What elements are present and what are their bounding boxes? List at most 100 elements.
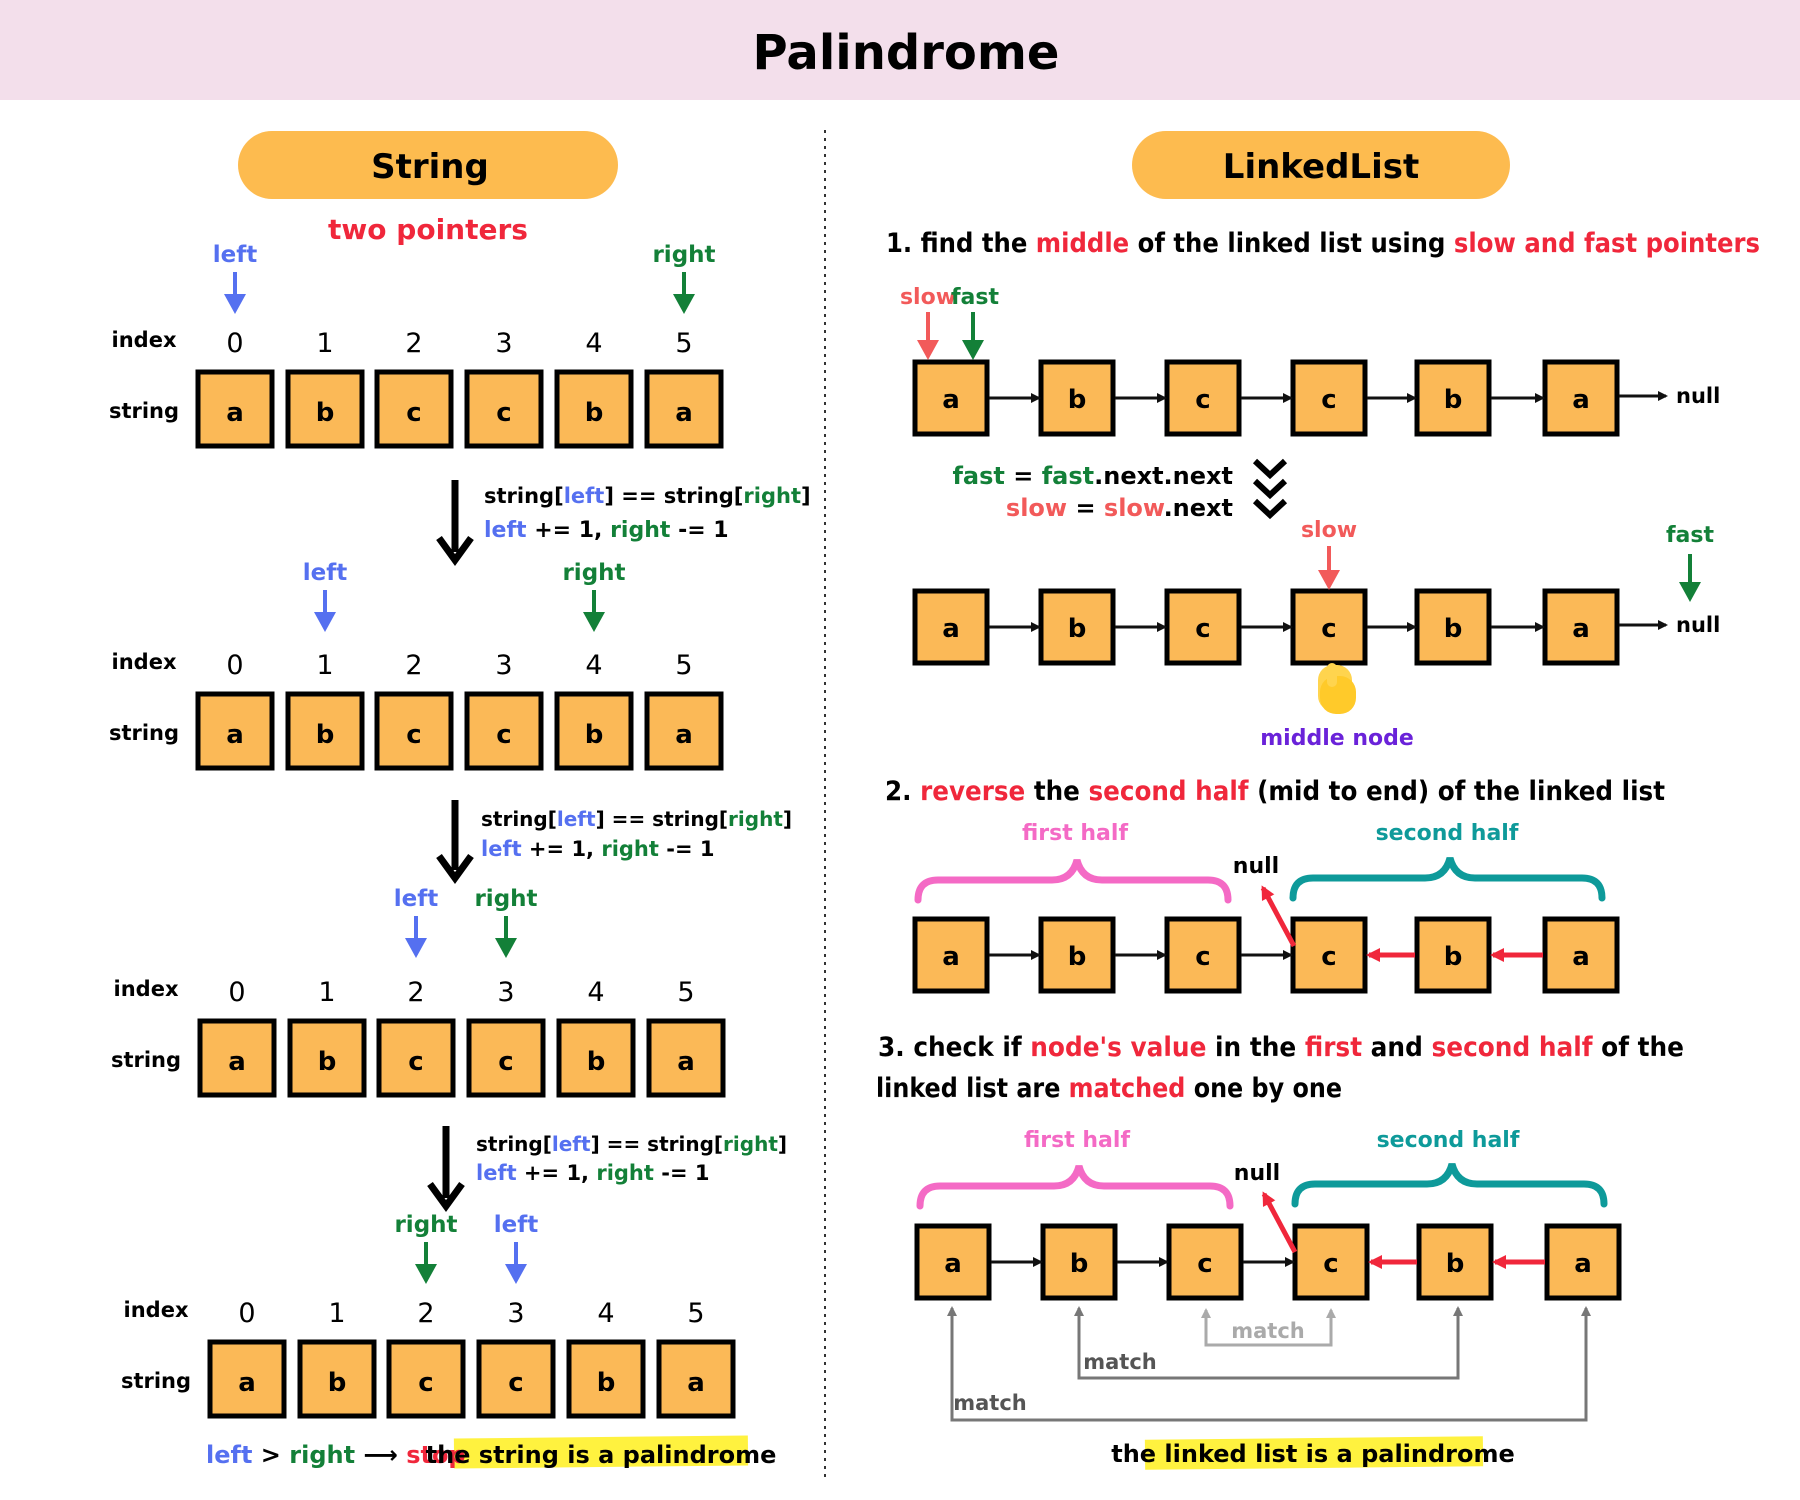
string-cell <box>197 1018 277 1098</box>
code-line-slow: slow = slow.next <box>1006 494 1233 522</box>
code-fast-a: fast <box>952 462 1004 490</box>
left-pointer-arrow <box>224 272 246 314</box>
step3-heading-line2: linked list are matched one by one <box>876 1073 1342 1104</box>
row2-fast-arrow <box>1679 554 1701 602</box>
code-fast-b: = <box>1005 462 1042 490</box>
right-pointer-arrow <box>495 916 517 958</box>
string-cell <box>207 1339 287 1419</box>
list-node-value: b <box>1068 614 1087 644</box>
middle-node-label: middle node <box>1260 726 1414 751</box>
comparison-line: string[left] == string[right] <box>484 484 811 508</box>
index-value: 5 <box>675 328 692 359</box>
index-value: 2 <box>405 328 422 359</box>
list-node-value: b <box>1446 1249 1465 1279</box>
left-pointer-arrow <box>505 1242 527 1284</box>
comparison-line: string[left] == string[right] <box>481 807 792 831</box>
conclusion-gt: > <box>252 1441 289 1469</box>
step3-p9: matched <box>1069 1073 1186 1104</box>
string-cell <box>464 691 544 771</box>
string-cell <box>386 1339 466 1419</box>
code-slow-a: slow <box>1006 494 1067 522</box>
step1-p2: middle <box>1036 228 1129 259</box>
step3-second-half-brace <box>1291 1162 1608 1208</box>
list-node-value: c <box>1195 385 1210 415</box>
list-node <box>1164 588 1242 666</box>
index-value: 1 <box>316 328 333 359</box>
list-node <box>1542 588 1620 666</box>
list-node <box>912 916 990 994</box>
list-node <box>1544 1223 1622 1301</box>
index-value: 4 <box>585 650 602 681</box>
transition-3: string[left] == string[right]left += 1, … <box>427 1126 787 1212</box>
string-cell <box>376 1018 456 1098</box>
string-cell <box>554 691 634 771</box>
index-row-label: index <box>112 328 177 352</box>
list-node <box>912 588 990 666</box>
step3-p6: second half <box>1431 1032 1592 1063</box>
string-char: b <box>316 720 335 750</box>
string-cell <box>554 369 634 449</box>
code-slow-b: = <box>1067 494 1104 522</box>
index-row-label: index <box>112 650 177 674</box>
string-char: b <box>597 1368 616 1398</box>
conclusion-left: left <box>206 1441 252 1469</box>
string-char: c <box>406 720 421 750</box>
string-char: c <box>498 1047 513 1077</box>
down-arrow-icon <box>436 800 474 884</box>
string-cell <box>297 1339 377 1419</box>
left-pointer-label: left <box>213 242 257 268</box>
index-value: 3 <box>495 328 512 359</box>
right-pointer-label: right <box>652 242 715 268</box>
list-node <box>1290 916 1368 994</box>
step3-p10: one by one <box>1185 1073 1342 1104</box>
step2-p1: 2. <box>885 776 920 807</box>
step1-heading: 1. find the middle of the linked list us… <box>886 228 1760 259</box>
match-label-outer: match <box>953 1391 1027 1415</box>
null-label: null <box>1676 613 1720 637</box>
string-char: b <box>316 398 335 428</box>
string-cell <box>285 691 365 771</box>
step1-p3: of the linked list using <box>1129 228 1454 259</box>
string-cell <box>646 1018 726 1098</box>
pointing-hand-icon <box>1318 663 1356 714</box>
step3-p4: first <box>1305 1032 1362 1063</box>
string-cell <box>287 1018 367 1098</box>
right-pointer-label: right <box>562 560 625 586</box>
index-value: 4 <box>587 977 604 1008</box>
index-row-label: index <box>114 977 179 1001</box>
step2-heading: 2. reverse the second half (mid to end) … <box>885 776 1665 807</box>
string-row-label: string <box>111 1048 181 1072</box>
string-cell <box>195 691 275 771</box>
string-cell <box>644 691 724 771</box>
index-value: 0 <box>228 977 245 1008</box>
index-value: 5 <box>677 977 694 1008</box>
match-label-middle: match <box>1083 1350 1157 1374</box>
string-char: b <box>585 720 604 750</box>
string-transitions: string[left] == string[right]left += 1, … <box>427 480 811 1212</box>
step3-p1: 3. check if <box>878 1032 1030 1063</box>
down-arrow-icon <box>427 1126 465 1212</box>
page-title: Palindrome <box>753 25 1060 81</box>
step3-p8: linked list are <box>876 1073 1069 1104</box>
step2-first-half-brace <box>914 858 1232 904</box>
string-char: a <box>677 1047 695 1077</box>
list-node-value: a <box>1572 942 1590 972</box>
step3-p3: in the <box>1206 1032 1304 1063</box>
list-node <box>914 1223 992 1301</box>
left-pointer-label: left <box>394 886 438 912</box>
list-node-value: a <box>1572 614 1590 644</box>
step2-p2: reverse <box>920 776 1025 807</box>
row2-slow-arrow <box>1318 546 1340 590</box>
string-char: b <box>318 1047 337 1077</box>
conclusion-stop: stop <box>406 1441 465 1469</box>
step2-null-arrow <box>1260 885 1297 948</box>
index-value: 0 <box>226 328 243 359</box>
transition-1: string[left] == string[right]left += 1, … <box>436 480 811 566</box>
index-value: 3 <box>507 1298 524 1329</box>
